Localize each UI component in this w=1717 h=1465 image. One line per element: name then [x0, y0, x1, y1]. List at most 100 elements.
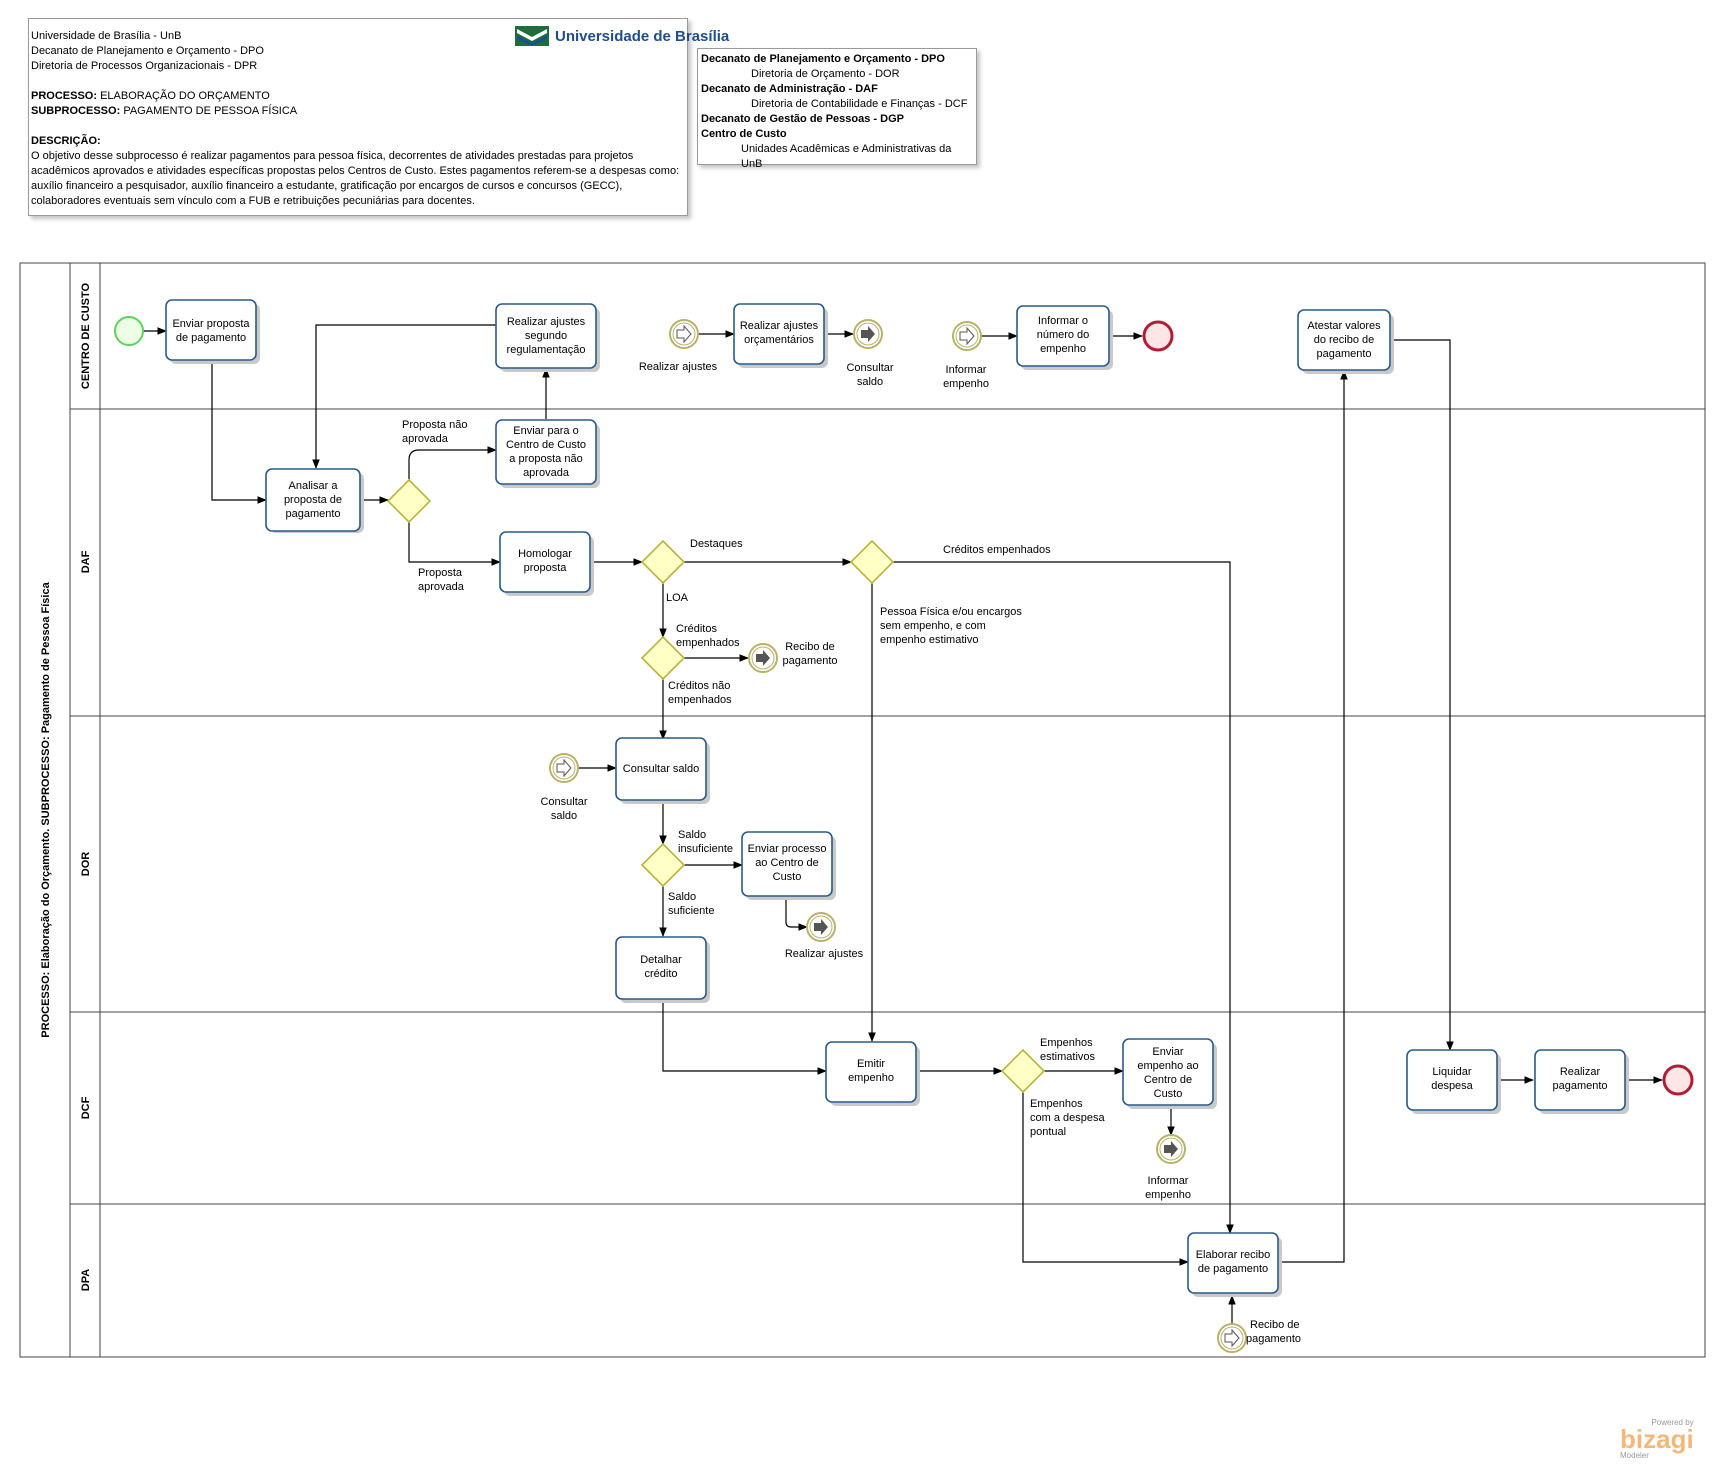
flow	[785, 899, 808, 931]
flow	[312, 324, 496, 469]
unb-logo: Universidade de Brasília	[515, 26, 729, 46]
header-line: Diretoria de Processos Organizacionais -…	[31, 60, 258, 72]
unit-sub: Diretoria de Contabilidade e Finanças - …	[751, 98, 968, 110]
flow-label: LOA	[666, 592, 689, 604]
descricao-label: DESCRIÇÃO:	[31, 135, 101, 147]
lane-label-daf: DAF	[80, 550, 92, 573]
flow-label: Créditos empenhados	[943, 544, 1051, 556]
gateway-creditos[interactable]	[849, 539, 895, 585]
event-label: Realizar ajustes	[639, 361, 718, 373]
lane-label-centro-custo: CENTRO DE CUSTO	[80, 282, 92, 389]
lane-label-dor: DOR	[80, 852, 92, 877]
modeler-text: Modeler	[1620, 1451, 1649, 1460]
units-info-box: Decanato de Planejamento e Orçamento - D…	[697, 48, 977, 170]
link-throw-recibo[interactable]	[748, 643, 778, 673]
flow-label: Destaques	[690, 538, 743, 550]
unit-sub: Unidades Acadêmicas e Administrativas da…	[741, 143, 952, 170]
flow	[408, 446, 497, 479]
gateway-saldo[interactable]	[640, 842, 686, 888]
link-throw-informar-empenho[interactable]	[1156, 1134, 1186, 1164]
lane-label-dpa: DPA	[80, 1269, 92, 1291]
task-consultar-saldo[interactable]: Consultar saldo	[615, 737, 710, 804]
start-event[interactable]	[114, 316, 144, 346]
flow	[1278, 370, 1348, 1263]
processo-line: PROCESSO: ELABORAÇÃO DO ORÇAMENTO	[31, 90, 270, 102]
gateway-empenhos[interactable]	[1000, 1048, 1046, 1094]
sequence-flows	[143, 324, 1663, 1324]
link-catch-consultar-saldo[interactable]	[549, 753, 579, 783]
unit-title: Decanato de Gestão de Pessoas - DGP	[701, 113, 904, 125]
powered-by-text: Powered by	[1651, 1418, 1694, 1427]
link-throw-realizar-ajustes[interactable]	[806, 912, 836, 942]
pool: PROCESSO: Elaboração do Orçamento. SUBPR…	[19, 262, 1706, 1358]
header-line: Decanato de Planejamento e Orçamento - D…	[31, 45, 264, 57]
logo-text: Universidade de Brasília	[555, 27, 730, 45]
link-catch-realizar-ajustes[interactable]	[669, 319, 699, 349]
unit-title: Centro de Custo	[701, 128, 787, 140]
gateway-destaques-loa[interactable]	[640, 539, 686, 585]
bizagi-logo: bizagi	[1620, 1424, 1694, 1454]
flow	[1390, 339, 1454, 1051]
end-event[interactable]	[1142, 320, 1174, 352]
link-throw-consultar-saldo[interactable]	[853, 319, 883, 349]
unit-title: Decanato de Planejamento e Orçamento - D…	[701, 53, 945, 65]
link-catch-recibo[interactable]	[1217, 1323, 1247, 1353]
unb-logo-icon	[515, 26, 549, 46]
end-event[interactable]	[1662, 1064, 1694, 1096]
flow	[1022, 1092, 1189, 1266]
gateway-creditos-empenhados[interactable]	[640, 635, 686, 681]
link-catch-informar-empenho[interactable]	[952, 321, 982, 351]
subprocesso-line: SUBPROCESSO: PAGAMENTO DE PESSOA FÍSICA	[31, 105, 298, 117]
flow	[662, 999, 827, 1075]
descricao-text: O objetivo desse subprocesso é realizar …	[31, 150, 680, 207]
flow	[893, 561, 1234, 1234]
gateway-proposta[interactable]	[386, 478, 432, 524]
event-label: Realizar ajustes	[785, 948, 864, 960]
unit-title: Decanato de Administração - DAF	[701, 83, 878, 95]
bizagi-branding: Powered by bizagi Modeler	[1620, 1418, 1694, 1460]
process-info-box: Universidade de Brasília - UnB Decanato …	[28, 18, 688, 216]
